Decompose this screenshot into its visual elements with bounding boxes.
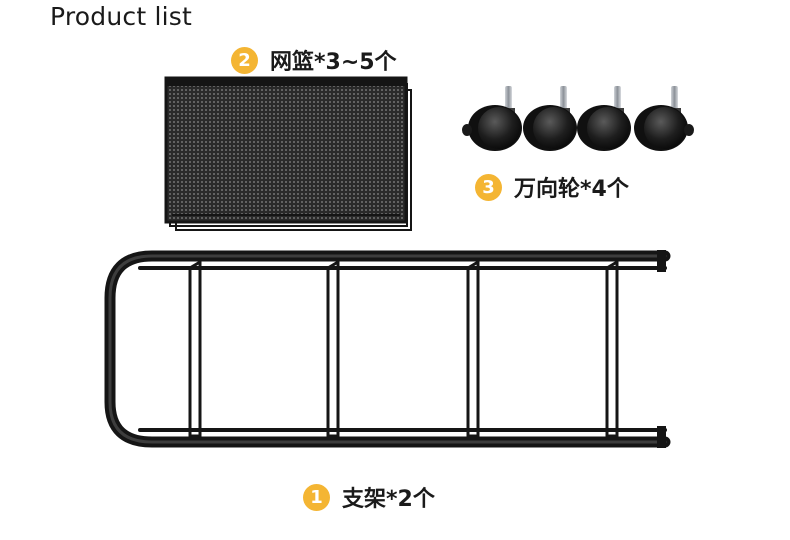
item-text: 支架*2个 <box>342 487 435 512</box>
item-number-badge: 3 <box>475 173 502 201</box>
item-number-badge: 1 <box>303 483 330 511</box>
item-label-basket: 2 网篮*3~5个 <box>231 44 397 76</box>
item-label-frame: 1 支架*2个 <box>303 481 435 513</box>
item-number-badge: 2 <box>231 46 258 74</box>
item-label-wheels: 3 万向轮*4个 <box>475 171 629 203</box>
item-text: 网篮*3~5个 <box>270 50 397 75</box>
frame-rack-icon <box>104 250 671 448</box>
mesh-basket-icon <box>164 76 412 231</box>
caster-wheels-icon <box>462 86 694 151</box>
page-title: Product list <box>50 2 192 31</box>
item-text: 万向轮*4个 <box>514 177 629 202</box>
